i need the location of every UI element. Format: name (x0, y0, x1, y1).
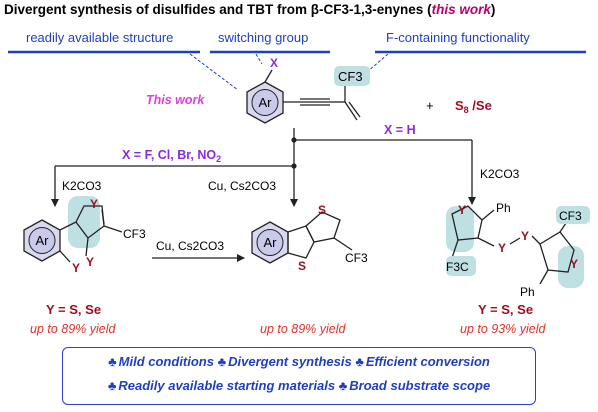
right-het-ring1: Y (458, 203, 466, 217)
middle-het-bottom: S (298, 259, 306, 273)
left-cf3: CF3 (123, 227, 146, 241)
pointer-dash-1 (189, 53, 239, 91)
left-reagent: K2CO3 (62, 179, 102, 193)
feature-label-fluorine: F-containing functionality (386, 30, 530, 45)
left-het-top: Y (90, 197, 98, 211)
title-emphasis: this work (431, 2, 491, 17)
left-yield: up to 89% yield (30, 322, 116, 336)
starting-material: Ar X CF3 (246, 56, 370, 124)
pointer-dash-2 (255, 53, 263, 65)
title-text: Divergent synthesis of disulfides and TB… (4, 2, 432, 17)
this-work-label: This work (146, 93, 205, 107)
feature-label-switching: switching group (218, 30, 309, 45)
summary-item-scope: Broad substrate scope (349, 378, 491, 393)
summary-item-starting: Readily available starting materials (118, 378, 336, 393)
right-cf3: CF3 (559, 209, 582, 223)
right-ph-top: Ph (496, 201, 511, 215)
right-yield: up to 93% yield (460, 322, 546, 336)
left-condition-label: X = F, Cl, Br, NO2 (122, 148, 221, 164)
plus-sign: + (426, 98, 434, 113)
right-f3c: F3C (446, 260, 469, 274)
right-y-label: Y = S, Se (478, 302, 534, 317)
left-het-bottom-1: Y (72, 261, 80, 275)
middle-cf3: CF3 (345, 251, 368, 265)
right-het-link-2: Y (521, 229, 529, 243)
product-middle: Ar S S CF3 (251, 203, 368, 273)
right-ph-bottom: Ph (520, 285, 535, 299)
right-condition-label: X = H (384, 123, 416, 137)
start-aryl-label: Ar (259, 95, 273, 110)
summary-line-2: ♣Readily available starting materials ♣B… (107, 378, 491, 393)
right-het-ring2: Y (570, 257, 578, 271)
reagent-sulfur: S8 /Se (455, 98, 492, 115)
left-het-bottom-2: Y (86, 255, 94, 269)
product-left: Ar CF3 Y Y Y (23, 196, 146, 275)
summary-item-efficient: Efficient conversion (365, 354, 490, 369)
summary-item-divergent: Divergent synthesis (228, 354, 352, 369)
summary-box: ♣Mild conditions ♣Divergent synthesis ♣E… (62, 347, 536, 405)
branch-dot-right (291, 137, 297, 143)
middle-het-top: S (318, 203, 326, 217)
start-x-substituent: X (270, 56, 278, 70)
right-reagent: K2CO3 (480, 167, 520, 181)
title-close: ) (490, 2, 496, 17)
summary-item-mild: Mild conditions (118, 354, 214, 369)
left-aryl-label: Ar (36, 233, 50, 248)
middle-yield: up to 89% yield (260, 322, 346, 336)
summary-line-1: ♣Mild conditions ♣Divergent synthesis ♣E… (108, 354, 490, 369)
feature-label-structure: readily available structure (26, 30, 174, 45)
middle-aryl-label: Ar (264, 235, 278, 250)
left-y-label: Y = S, Se (46, 302, 102, 317)
product-right: Ph Y F3C Y Y CF3 Y Ph (446, 201, 590, 299)
scheme-title: Divergent synthesis of disulfides and TB… (4, 2, 495, 17)
bottom-reagent: Cu, Cs2CO3 (156, 239, 224, 253)
start-cf3: CF3 (338, 69, 363, 84)
middle-reagent: Cu, Cs2CO3 (208, 179, 276, 193)
right-het-link-1: Y (498, 241, 506, 255)
